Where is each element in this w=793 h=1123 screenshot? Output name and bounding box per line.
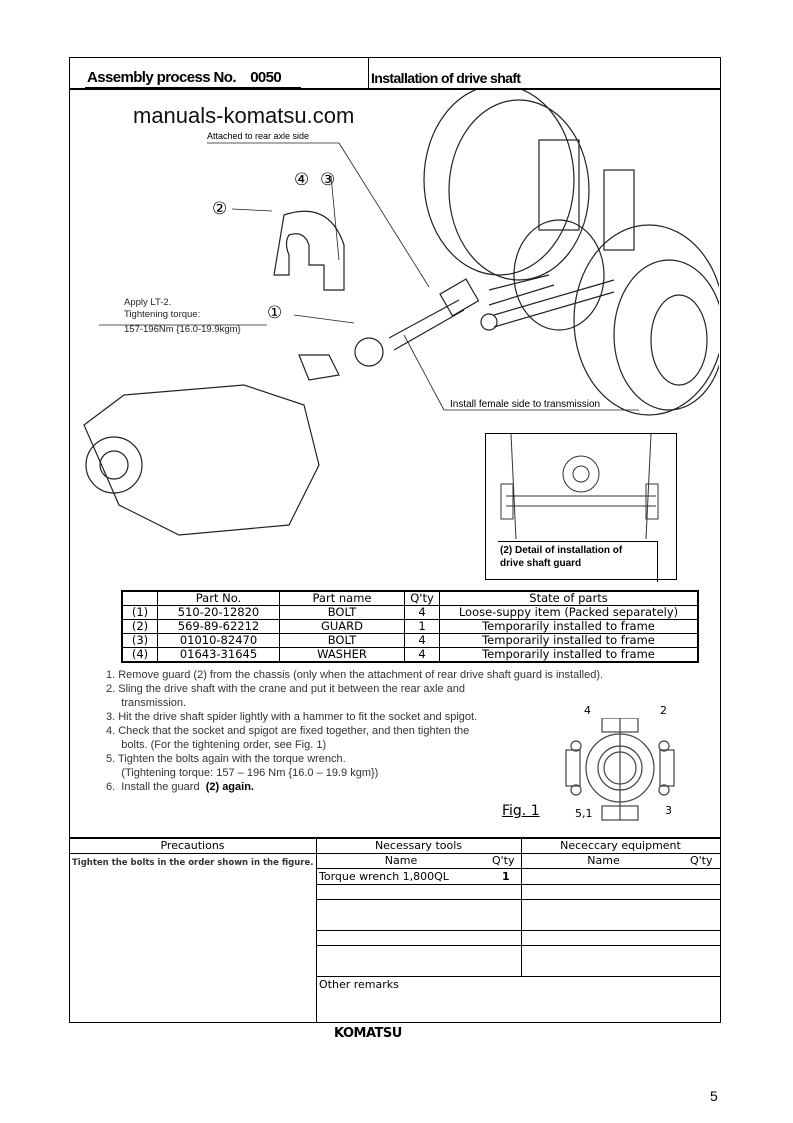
step: 5. Tighten the bolts again with the torq… xyxy=(106,753,346,765)
parts-table: Part No. Part name Q'ty State of parts (… xyxy=(121,590,699,663)
precautions-header: Precautions xyxy=(160,839,225,852)
bolt-order-label: 4 xyxy=(584,704,591,717)
table-header-row: Part No. Part name Q'ty State of parts xyxy=(121,590,699,606)
marker-3: ③ xyxy=(320,170,336,189)
step: bolts. (For the tightening order, see Fi… xyxy=(106,739,327,751)
step: 3. Hit the drive shaft spider lightly wi… xyxy=(106,711,478,723)
watermark: manuals-komatsu.com xyxy=(133,103,355,128)
step: 4. Check that the socket and spigot are … xyxy=(106,725,470,737)
procedure-steps: 1. Remove guard (2) from the chassis (on… xyxy=(106,668,603,794)
tools-qty-col: Q'ty xyxy=(492,854,515,867)
lt2-callout: Apply LT-2.Tightening torque: 157-196Nm … xyxy=(124,297,241,335)
process-number: 0050 xyxy=(250,69,282,86)
tool-qty: 1 xyxy=(502,870,510,883)
step: 6. Install the guard (2) again. xyxy=(106,781,254,793)
equipment-name-col: Name xyxy=(587,854,620,867)
equipment-header: Nececcary equipment xyxy=(560,839,681,852)
female-side-callout: Install female side to transmission xyxy=(450,399,601,410)
bolt-order-label: 5,1 xyxy=(575,807,593,820)
marker-1: ① xyxy=(267,303,283,322)
form-frame xyxy=(69,57,721,1023)
page-number: 5 xyxy=(710,1088,718,1104)
bolt-order-label: 3 xyxy=(665,804,672,817)
step: (Tightening torque: 157 – 196 Nm {16.0 –… xyxy=(106,767,379,779)
rear-tire-right xyxy=(573,224,719,416)
other-remarks-label: Other remarks xyxy=(319,978,399,991)
precautions-text: Tighten the bolts in the order shown in … xyxy=(72,858,314,868)
tool-name: Torque wrench 1,800QL xyxy=(319,870,449,883)
step: 2. Sling the drive shaft with the crane … xyxy=(106,683,465,695)
spider-figure xyxy=(565,718,675,821)
rear-axle-callout: Attached to rear axle side xyxy=(207,131,310,141)
guard-part xyxy=(273,210,345,291)
komatsu-logo: KOMATSU xyxy=(334,1026,402,1041)
equipment-qty-col: Q'ty xyxy=(690,854,713,867)
guard-detail-drawing xyxy=(500,433,659,540)
process-number-label: Assembly process No. 0050 xyxy=(87,69,282,86)
step: transmission. xyxy=(106,697,187,709)
rear-tire-left xyxy=(423,90,575,276)
process-title: Installation of drive shaft xyxy=(371,70,521,86)
drive-shaft-illustration xyxy=(83,90,719,536)
figure-caption: Fig. 1 xyxy=(502,803,540,819)
marker-4: ④ xyxy=(294,170,310,189)
step: 1. Remove guard (2) from the chassis (on… xyxy=(106,669,604,681)
bolt-order-label: 2 xyxy=(660,704,667,717)
tools-header: Necessary tools xyxy=(374,839,463,852)
marker-2: ② xyxy=(212,199,228,218)
tools-name-col: Name xyxy=(384,854,418,867)
